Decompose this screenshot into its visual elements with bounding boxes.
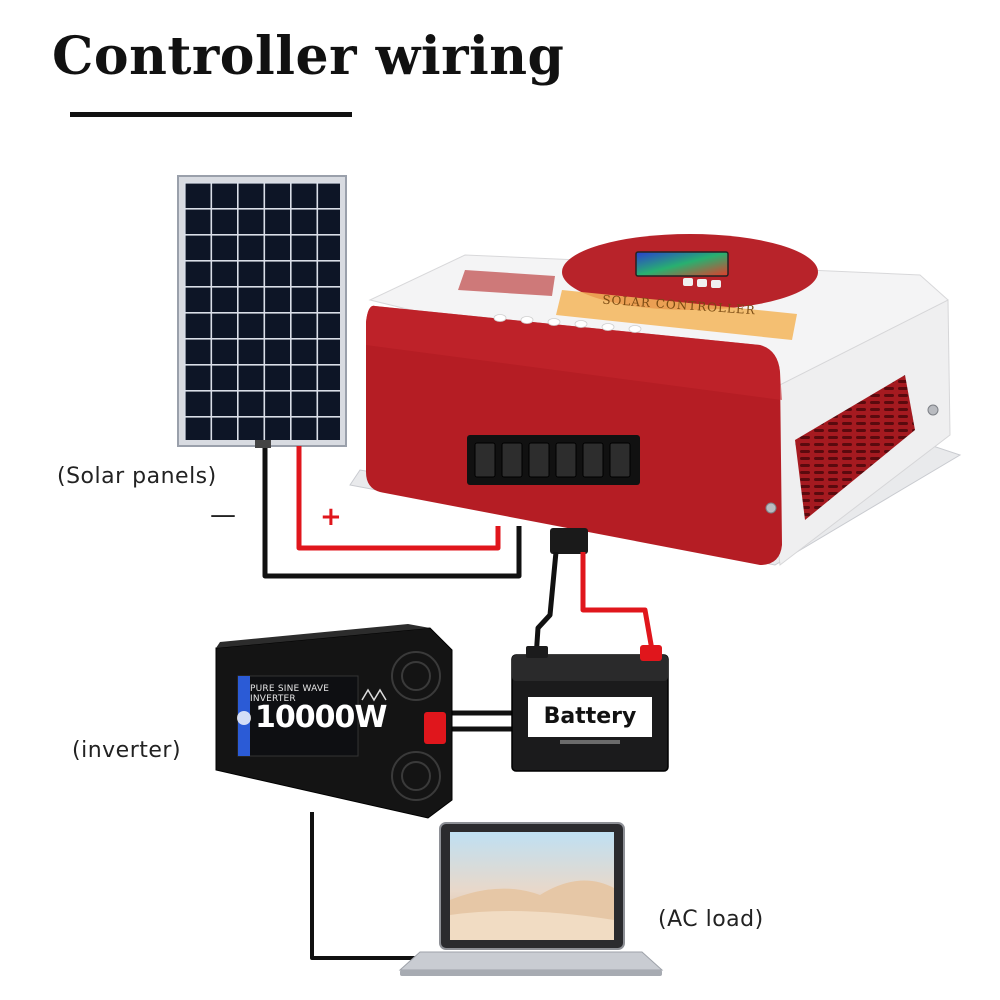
inverter-subtitle: PURE SINE WAVE INVERTER: [250, 684, 330, 704]
ac-load-label: (AC load): [658, 907, 764, 932]
solar-positive-wire: [296, 446, 501, 551]
battery-negative-wire: [533, 551, 559, 659]
inverter-power-label: 10000W: [255, 700, 387, 735]
battery-label: Battery: [528, 697, 652, 737]
title-underline: [70, 112, 352, 117]
charge-controller: [349, 234, 962, 566]
battery-positive-wire: [580, 552, 655, 651]
positive-sign-label: +: [320, 502, 343, 532]
page-title: Controller wiring: [52, 26, 565, 87]
solar-negative-wire: [262, 448, 522, 579]
inverter-label: (inverter): [72, 738, 182, 763]
solar-panel: [177, 175, 347, 448]
ac-output-wire: [310, 812, 430, 960]
wires: [262, 446, 655, 960]
laptop: [398, 822, 664, 976]
solar-panels-label: (Solar panels): [57, 464, 217, 489]
inverter: [215, 624, 453, 819]
negative-sign-label: —: [210, 500, 237, 530]
